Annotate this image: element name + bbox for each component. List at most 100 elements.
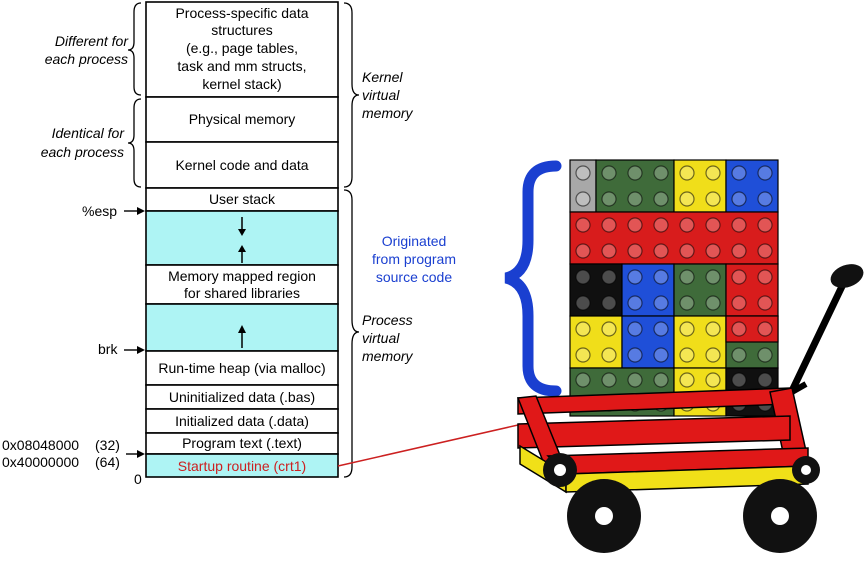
heap-label: Run-time heap (via malloc) bbox=[158, 360, 325, 376]
lego-brick bbox=[725, 315, 779, 343]
lego-stud bbox=[705, 347, 721, 363]
lego-stud bbox=[731, 295, 747, 311]
lego-stud bbox=[731, 191, 747, 207]
kernel-specific-line-3: (e.g., page tables, bbox=[186, 40, 298, 56]
addr32-label: 0x08048000 bbox=[2, 437, 79, 453]
lego-stud bbox=[653, 217, 669, 233]
bss-label: Uninitialized data (.bas) bbox=[169, 389, 315, 405]
lego-stud bbox=[757, 243, 773, 259]
lego-stud bbox=[705, 269, 721, 285]
wagon-body bbox=[516, 387, 809, 494]
kernel-virtual-line-2: virtual bbox=[362, 87, 400, 103]
addr-arrow-head bbox=[137, 450, 145, 458]
lego-bricks bbox=[569, 159, 779, 417]
lego-stud bbox=[679, 191, 695, 207]
lego-stud bbox=[601, 191, 617, 207]
lego-stud bbox=[757, 321, 773, 337]
lego-stud bbox=[757, 269, 773, 285]
originated-label: Originated from program source code bbox=[372, 233, 456, 285]
physical-memory-block bbox=[145, 96, 339, 143]
lego-stud bbox=[653, 347, 669, 363]
lego-brick bbox=[621, 315, 675, 369]
lego-stud bbox=[757, 217, 773, 233]
wheel-back-left bbox=[543, 453, 577, 487]
wagon-wheels bbox=[543, 453, 820, 553]
lego-stud bbox=[601, 269, 617, 285]
lego-stud bbox=[653, 321, 669, 337]
data-label: Initialized data (.data) bbox=[175, 413, 309, 429]
lego-stud bbox=[705, 372, 721, 388]
wagon-rail-mid bbox=[517, 415, 791, 449]
bss-block bbox=[145, 384, 339, 410]
tag64-label: (64) bbox=[95, 454, 120, 470]
addr64-label: 0x40000000 bbox=[2, 454, 79, 470]
block-labels: Process-specific data structures (e.g., … bbox=[158, 5, 325, 474]
wheel-front-left bbox=[567, 479, 641, 553]
kernel-code-block bbox=[145, 141, 339, 189]
lego-stud bbox=[627, 165, 643, 181]
handle-grip bbox=[830, 264, 864, 288]
lego-stud bbox=[653, 372, 669, 388]
lego-stud bbox=[679, 165, 695, 181]
lego-stud bbox=[627, 347, 643, 363]
esp-arrow-head bbox=[137, 207, 145, 215]
growth-arrows bbox=[238, 217, 246, 348]
startup-connector-line bbox=[337, 424, 519, 467]
originated-line-3: source code bbox=[376, 269, 452, 285]
kernel-specific-line-1: Process-specific data bbox=[175, 5, 308, 21]
lego-stud bbox=[575, 217, 591, 233]
lego-stud bbox=[705, 243, 721, 259]
lego-stud bbox=[705, 165, 721, 181]
wheel-front-right bbox=[743, 479, 817, 553]
wagon-handle bbox=[776, 264, 864, 403]
lego-stud bbox=[679, 243, 695, 259]
text-label: Program text (.text) bbox=[182, 435, 302, 451]
brk-label: brk bbox=[98, 341, 118, 357]
lego-stud bbox=[731, 217, 747, 233]
left-text: Different for each process Identical for… bbox=[2, 33, 142, 487]
lego-stud bbox=[627, 372, 643, 388]
lego-stud bbox=[601, 165, 617, 181]
lego-stud bbox=[627, 191, 643, 207]
zero-label: 0 bbox=[134, 471, 142, 487]
process-virtual-line-1: Process bbox=[362, 312, 413, 328]
process-virtual-line-3: memory bbox=[362, 348, 414, 364]
data-block bbox=[145, 408, 339, 434]
lego-brick bbox=[725, 263, 779, 317]
kernel-specific-line-4: task and mm structs, bbox=[177, 58, 306, 74]
lego-brick bbox=[621, 263, 675, 317]
kernel-virtual-line-3: memory bbox=[362, 105, 414, 121]
lego-stud bbox=[653, 243, 669, 259]
lego-stud bbox=[601, 295, 617, 311]
user-stack-label: User stack bbox=[209, 191, 276, 207]
kernel-code-label: Kernel code and data bbox=[175, 157, 308, 173]
lego-stud bbox=[575, 372, 591, 388]
identical-label-line-1: Identical for bbox=[52, 125, 126, 141]
lego-stud bbox=[679, 269, 695, 285]
lego-stud bbox=[575, 347, 591, 363]
memory-stack bbox=[145, 1, 339, 478]
stack-up-arrow-head bbox=[238, 245, 246, 252]
lego-stud bbox=[731, 269, 747, 285]
wheel-back-right bbox=[792, 456, 820, 484]
stack-down-arrow-head bbox=[238, 229, 246, 236]
lego-stud bbox=[627, 321, 643, 337]
lego-stud bbox=[705, 217, 721, 233]
heap-up-arrow-head bbox=[238, 325, 246, 333]
kernel-virtual-line-1: Kernel bbox=[362, 69, 403, 85]
lego-stud bbox=[601, 372, 617, 388]
mmap-label-line-2: for shared libraries bbox=[184, 285, 300, 301]
lego-stud bbox=[757, 295, 773, 311]
kernel-specific-line-2: structures bbox=[211, 22, 272, 38]
right-braces bbox=[343, 2, 360, 478]
source-code-brace bbox=[504, 160, 562, 397]
lego-brick bbox=[569, 315, 623, 369]
lego-stud bbox=[575, 295, 591, 311]
wagon-illustration bbox=[504, 159, 864, 553]
lego-brick bbox=[725, 159, 779, 213]
lego-stud bbox=[679, 217, 695, 233]
wagon-base-yellow bbox=[565, 465, 809, 493]
lego-stud bbox=[653, 191, 669, 207]
lego-stud bbox=[601, 321, 617, 337]
lego-stud bbox=[757, 372, 773, 388]
